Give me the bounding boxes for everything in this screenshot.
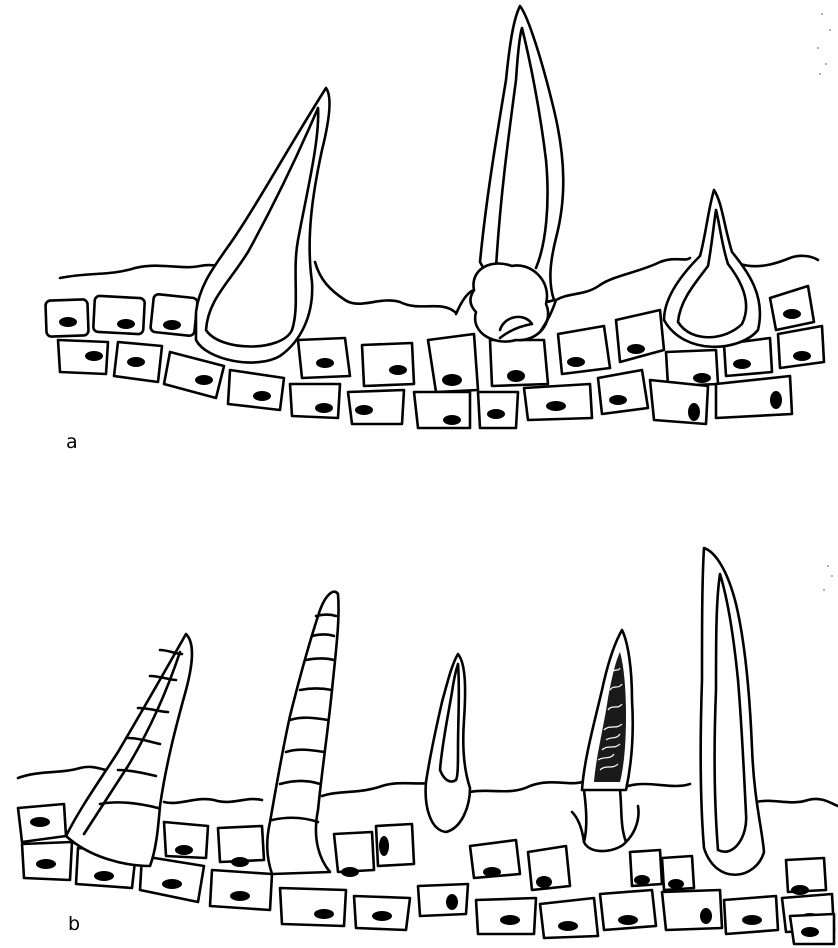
- cell: [228, 370, 284, 410]
- cell: [280, 888, 346, 926]
- cell: [662, 890, 722, 930]
- cell-nucleus: [770, 391, 782, 409]
- panel-b-trichome-5: [701, 548, 764, 875]
- cell: [298, 338, 350, 378]
- cell: [666, 350, 718, 386]
- cell-nucleus: [85, 351, 103, 361]
- cell: [210, 870, 272, 910]
- cell-nucleus: [791, 885, 809, 895]
- cell: [418, 884, 468, 916]
- panel-a-trichome-1: [196, 88, 329, 363]
- cell: [290, 384, 340, 418]
- panel-b-trichome-2: [267, 592, 338, 874]
- cell: [770, 286, 814, 330]
- cell-nucleus: [175, 845, 193, 855]
- panel-b-trichome-4: [572, 630, 639, 851]
- cell: [650, 380, 708, 424]
- cell-nucleus: [163, 320, 181, 330]
- cell: [598, 370, 648, 414]
- cell-nucleus: [733, 359, 751, 369]
- trichome-outer-wall: [701, 548, 764, 875]
- cell-nucleus: [483, 867, 501, 877]
- panel-b-label: b: [68, 913, 80, 935]
- cell-nucleus: [316, 358, 334, 368]
- cell-nucleus: [30, 817, 50, 827]
- cell-nucleus: [536, 876, 552, 888]
- cell-nucleus: [693, 373, 711, 383]
- cell-nucleus: [742, 915, 762, 925]
- cell-nucleus: [627, 344, 645, 354]
- cell-nucleus: [443, 415, 461, 425]
- cell-nucleus: [162, 879, 182, 889]
- cell-nucleus: [341, 867, 359, 877]
- cell-nucleus: [231, 857, 249, 867]
- cell: [93, 296, 145, 335]
- cell: [362, 343, 414, 386]
- panel-a: a: [45, 6, 824, 453]
- cell: [334, 832, 374, 872]
- trichome-stalk: [584, 786, 626, 852]
- cell-nucleus: [355, 405, 373, 415]
- cell-nucleus: [372, 911, 392, 921]
- trichome-outer-wall: [426, 654, 470, 832]
- panel-a-label: a: [66, 431, 78, 453]
- cell-nucleus: [634, 875, 650, 885]
- cell-nucleus: [546, 401, 566, 411]
- cell: [616, 310, 664, 362]
- cell-nucleus: [618, 915, 638, 925]
- panel-b: b: [18, 548, 838, 944]
- cell-nucleus: [379, 836, 389, 856]
- cell-nucleus: [500, 915, 520, 925]
- cell: [724, 896, 778, 934]
- cell-nucleus: [801, 927, 819, 937]
- cell-nucleus: [94, 871, 114, 881]
- gland-head: [471, 263, 549, 341]
- background-specks: [817, 13, 833, 591]
- cell: [348, 390, 404, 424]
- panel-a-trichome-3: [664, 190, 760, 347]
- cell-nucleus: [442, 374, 462, 386]
- cell-nucleus: [253, 391, 271, 401]
- panel-b-trichome-3: [426, 654, 470, 832]
- trichome-outer-wall: [480, 6, 563, 302]
- cell-nucleus: [783, 309, 801, 319]
- cell-nucleus: [389, 365, 407, 375]
- cell: [414, 392, 470, 428]
- cell: [164, 352, 224, 398]
- cell-nucleus: [127, 357, 145, 367]
- cell-nucleus: [609, 395, 627, 405]
- cell: [218, 826, 264, 862]
- cell-nucleus: [36, 859, 56, 869]
- cell-nucleus: [314, 909, 334, 919]
- cell-nucleus: [688, 403, 700, 421]
- cell-nucleus: [446, 894, 458, 910]
- cell-nucleus: [195, 375, 213, 385]
- cell-nucleus: [487, 409, 505, 419]
- cell-nucleus: [230, 891, 250, 901]
- cell-nucleus: [558, 921, 578, 931]
- cell-nucleus: [507, 370, 525, 382]
- cell-nucleus: [117, 319, 135, 329]
- cell-nucleus: [567, 357, 585, 367]
- cell-nucleus: [793, 351, 811, 361]
- cell: [540, 898, 598, 938]
- cell-nucleus: [59, 317, 77, 327]
- cell-nucleus: [700, 908, 712, 924]
- cell-nucleus: [668, 879, 684, 889]
- cell: [558, 326, 610, 374]
- cell: [778, 326, 824, 368]
- cell-nucleus: [315, 403, 333, 413]
- panel-a-trichome-2: [480, 6, 563, 302]
